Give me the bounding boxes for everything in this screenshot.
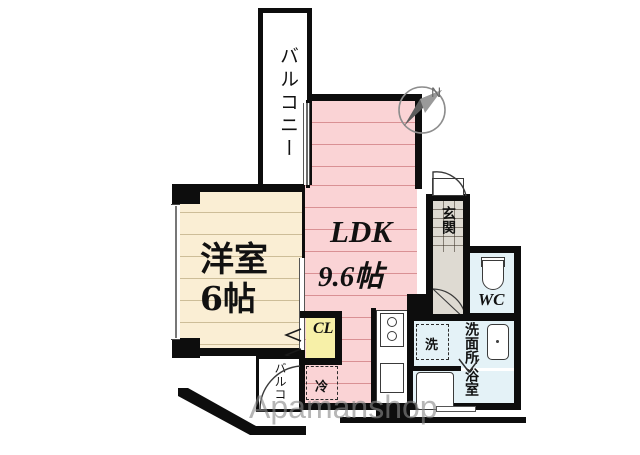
wall-bedroom-corner-tl (172, 184, 200, 204)
room-closet (306, 317, 336, 359)
wall-entrance-top (426, 194, 470, 201)
wall-block-ldk-bottom-right (376, 403, 410, 417)
room-label-balcony-main: バルコニー (277, 46, 299, 161)
room-entrance-tiled (432, 200, 464, 252)
wall-bedroom-corner-bl (172, 338, 200, 358)
room-label-ldk: LDK (330, 214, 392, 249)
fixture-bathtub (416, 372, 454, 410)
room-label-bedroom: 洋室 (200, 240, 268, 280)
room-bedroom (178, 190, 302, 356)
window-bedroom-left-pane (175, 206, 177, 338)
wall-ldk-top (308, 94, 421, 101)
sliding-door-balcony-ldk-rail (306, 103, 308, 185)
watermark-apamanshop: Apamanshop (249, 389, 438, 425)
wall-entrance-left (426, 194, 433, 320)
fixture-label-refrigerator: 冷 (315, 380, 329, 395)
wall-exterior-bottom-strip (340, 417, 526, 423)
wall-bedroom-bottom (172, 348, 304, 356)
room-size-ldk: 9.6帖 (318, 261, 384, 293)
wall-wc-left (463, 246, 470, 320)
fixture-refrigerator (306, 366, 338, 400)
room-entrance-hall (432, 252, 464, 320)
room-label-entrance: 玄関 (440, 206, 456, 234)
wall-block-entry-corner (407, 294, 427, 316)
wall-washroom-right (514, 314, 521, 410)
room-size-bedroom: 6帖 (200, 279, 256, 318)
wall-closet-right (335, 311, 342, 365)
stove-burner-bottom (387, 331, 397, 341)
wall-washroom-left (407, 314, 414, 410)
wall-entrance-right (463, 194, 470, 252)
wall-exterior-bottom-right (300, 403, 414, 410)
compass-north-label: N (431, 84, 442, 100)
room-label-closet: CL (313, 320, 334, 337)
wall-wc-right (514, 246, 521, 320)
wall-exterior-angled-bottom-left (178, 388, 306, 435)
wall-washroom-top (407, 314, 521, 321)
front-door-swing-arc (432, 171, 467, 197)
vent-opening-bottom (436, 406, 476, 412)
fixture-label-washer: 洗 (425, 338, 439, 353)
compass-rose (398, 86, 446, 134)
room-label-washroom: 洗面所 (463, 322, 479, 364)
wall-bedroom-top (172, 184, 304, 192)
wall-ldk-right-upper (415, 94, 422, 189)
room-label-bathroom: 浴室 (463, 368, 479, 396)
fixture-washer (416, 324, 449, 360)
wall-washroom-divider (413, 366, 461, 371)
room-label-toilet: WC (478, 290, 505, 309)
wall-closet-bottom (300, 358, 342, 365)
stove-burner-top (387, 317, 397, 327)
room-label-balcony-small: バルコ (273, 362, 287, 401)
sliding-door-bedroom-ldk[interactable] (299, 258, 305, 350)
wall-closet-top (300, 311, 342, 318)
fixture-sink (380, 363, 404, 393)
fixture-toilet-bowl (482, 260, 504, 290)
sliding-door-arrow-upper (284, 328, 302, 342)
balcony-small-door-swing[interactable] (258, 364, 302, 412)
wall-kitchen-left (371, 308, 376, 408)
room-balcony-small (256, 356, 302, 412)
bathroom-door-marker[interactable] (458, 358, 480, 374)
wall-wc-top (463, 246, 521, 253)
vanity-basin-dot (496, 340, 499, 343)
